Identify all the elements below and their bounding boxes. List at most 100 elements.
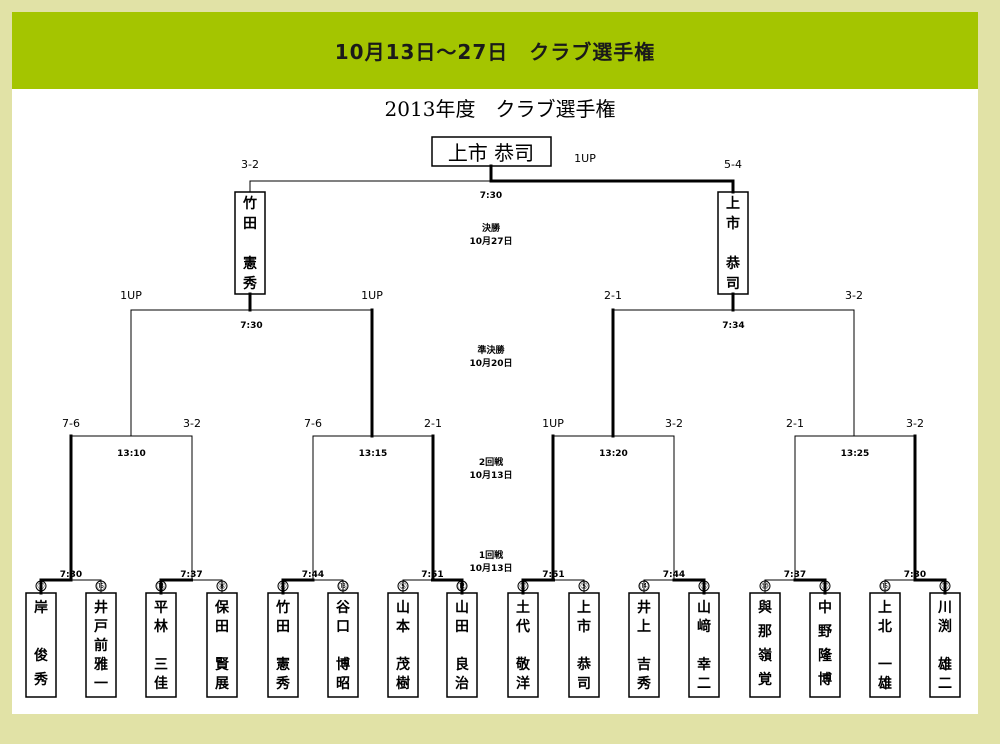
player-name-9-char-4: 司 — [577, 676, 591, 692]
player-name-14-char-4: 雄 — [877, 675, 892, 692]
header-title: 10月13日～27日 クラブ選手権 — [334, 40, 656, 64]
r3-score-a-0: 1UP — [120, 289, 142, 302]
round-label-final: 決勝 — [482, 222, 501, 234]
final-score-left: 3-2 — [241, 158, 259, 171]
r2-score-b-3: 3-2 — [906, 417, 924, 430]
r2-score-a-2: 1UP — [542, 417, 564, 430]
player-name-3-char-1: 田 — [215, 619, 229, 635]
player-name-1-char-2: 前 — [94, 637, 108, 654]
player-box-14 — [869, 592, 901, 698]
r2-score-a-1: 7-6 — [304, 417, 322, 430]
final-time: 7:30 — [480, 191, 502, 201]
semi-winner-name-1-char-0: 上 — [726, 196, 740, 212]
player-name-6-char-4: 樹 — [396, 675, 410, 692]
player-name-8-char-3: 敬 — [515, 656, 531, 673]
player-name-12-char-0: 與 — [758, 599, 772, 616]
player-box-8 — [507, 592, 539, 698]
player-name-8-char-1: 代 — [515, 618, 530, 635]
player-name-11-char-4: 二 — [697, 676, 711, 692]
player-box-5 — [327, 592, 359, 698]
player-name-7-char-3: 良 — [455, 656, 469, 673]
player-name-5-char-1: 口 — [336, 619, 350, 635]
semi-winner-name-0-char-4: 秀 — [242, 275, 258, 292]
semi-winner-name-0-char-1: 田 — [243, 216, 257, 232]
player-name-10-char-0: 井 — [637, 599, 651, 616]
player-name-14-char-3: 一 — [878, 657, 892, 673]
player-name-11-char-1: 﨑 — [697, 618, 711, 635]
round-label-first: 1回戦 — [479, 549, 504, 561]
player-name-10-char-3: 吉 — [637, 656, 651, 673]
champion-name: 上市 恭司 — [448, 141, 534, 165]
diagram-title: 2013年度 クラブ選手権 — [385, 97, 616, 121]
r2-score-b-2: 3-2 — [665, 417, 683, 430]
round-date-final: 10月27日 — [469, 236, 512, 247]
player-name-13-char-2: 隆 — [818, 647, 833, 664]
final-score-right: 5-4 — [724, 158, 742, 171]
player-name-10-char-4: 秀 — [636, 675, 652, 692]
player-name-7-char-0: 山 — [455, 600, 469, 616]
player-name-13-char-1: 野 — [818, 624, 832, 640]
player-name-4-char-1: 田 — [276, 619, 290, 635]
round-label-second: 2回戦 — [479, 456, 504, 468]
player-name-1-char-4: 一 — [94, 676, 108, 692]
r2-time-1: 13:15 — [359, 449, 388, 459]
player-name-2-char-4: 佳 — [154, 675, 168, 692]
player-name-9-char-3: 恭 — [576, 657, 592, 673]
r2-score-b-1: 2-1 — [424, 417, 442, 430]
r3-score-a-1: 2-1 — [604, 289, 622, 302]
player-name-3-char-4: 展 — [215, 676, 229, 692]
player-name-5-char-0: 谷 — [336, 600, 351, 616]
player-box-7 — [446, 592, 478, 698]
player-name-2-char-0: 平 — [154, 600, 168, 616]
player-name-1-char-3: 雅 — [94, 656, 108, 673]
champion-box — [431, 136, 552, 167]
player-box-1 — [85, 592, 117, 698]
player-name-1-char-1: 戸 — [94, 619, 108, 635]
player-name-15-char-0: 川 — [937, 600, 952, 616]
player-name-3-char-3: 賢 — [215, 657, 230, 673]
player-name-14-char-0: 上 — [878, 600, 892, 616]
r2-time-0: 13:10 — [117, 449, 146, 459]
round-date-semi: 10月20日 — [469, 358, 512, 369]
r3-time-0: 7:30 — [240, 321, 262, 331]
player-name-15-char-1: 渕 — [938, 618, 952, 635]
player-name-12-char-1: 那 — [758, 624, 772, 640]
player-name-6-char-0: 山 — [396, 600, 410, 616]
player-name-15-char-4: 二 — [938, 676, 952, 692]
player-box-9 — [568, 592, 600, 698]
r3-time-1: 7:34 — [722, 321, 744, 331]
semi-winner-name-0-char-3: 憲 — [242, 255, 257, 272]
player-box-12 — [749, 592, 781, 698]
player-name-2-char-3: 三 — [154, 657, 168, 673]
player-box-15 — [929, 592, 961, 698]
player-name-11-char-0: 山 — [697, 600, 711, 616]
player-name-0-char-0: 岸 — [34, 599, 48, 616]
r3-score-b-1: 3-2 — [845, 289, 863, 302]
semi-winner-name-0-char-0: 竹 — [242, 195, 257, 212]
player-name-5-char-3: 博 — [336, 656, 350, 673]
r2-score-a-3: 2-1 — [786, 417, 804, 430]
player-name-12-char-3: 覚 — [758, 671, 772, 688]
player-name-1-char-0: 井 — [94, 599, 108, 616]
player-name-5-char-4: 昭 — [336, 676, 350, 692]
player-name-3-char-0: 保 — [214, 599, 230, 616]
player-name-9-char-1: 市 — [577, 618, 591, 635]
player-name-10-char-1: 上 — [637, 619, 651, 635]
player-name-9-char-0: 上 — [577, 600, 591, 616]
semi-winner-name-1-char-1: 市 — [726, 215, 740, 232]
player-name-14-char-1: 北 — [878, 619, 892, 635]
r2-score-b-0: 3-2 — [183, 417, 201, 430]
player-name-0-char-3: 秀 — [33, 671, 49, 688]
r2-score-a-0: 7-6 — [62, 417, 80, 430]
semi-winner-name-1-char-4: 司 — [726, 276, 740, 292]
player-name-11-char-3: 幸 — [697, 656, 711, 673]
player-name-2-char-1: 林 — [154, 618, 168, 635]
player-box-10 — [628, 592, 660, 698]
player-name-8-char-4: 洋 — [516, 675, 530, 692]
player-name-4-char-3: 憲 — [275, 656, 290, 673]
round-label-semi: 準決勝 — [477, 344, 505, 356]
player-name-4-char-4: 秀 — [275, 675, 291, 692]
player-box-4 — [267, 592, 299, 698]
